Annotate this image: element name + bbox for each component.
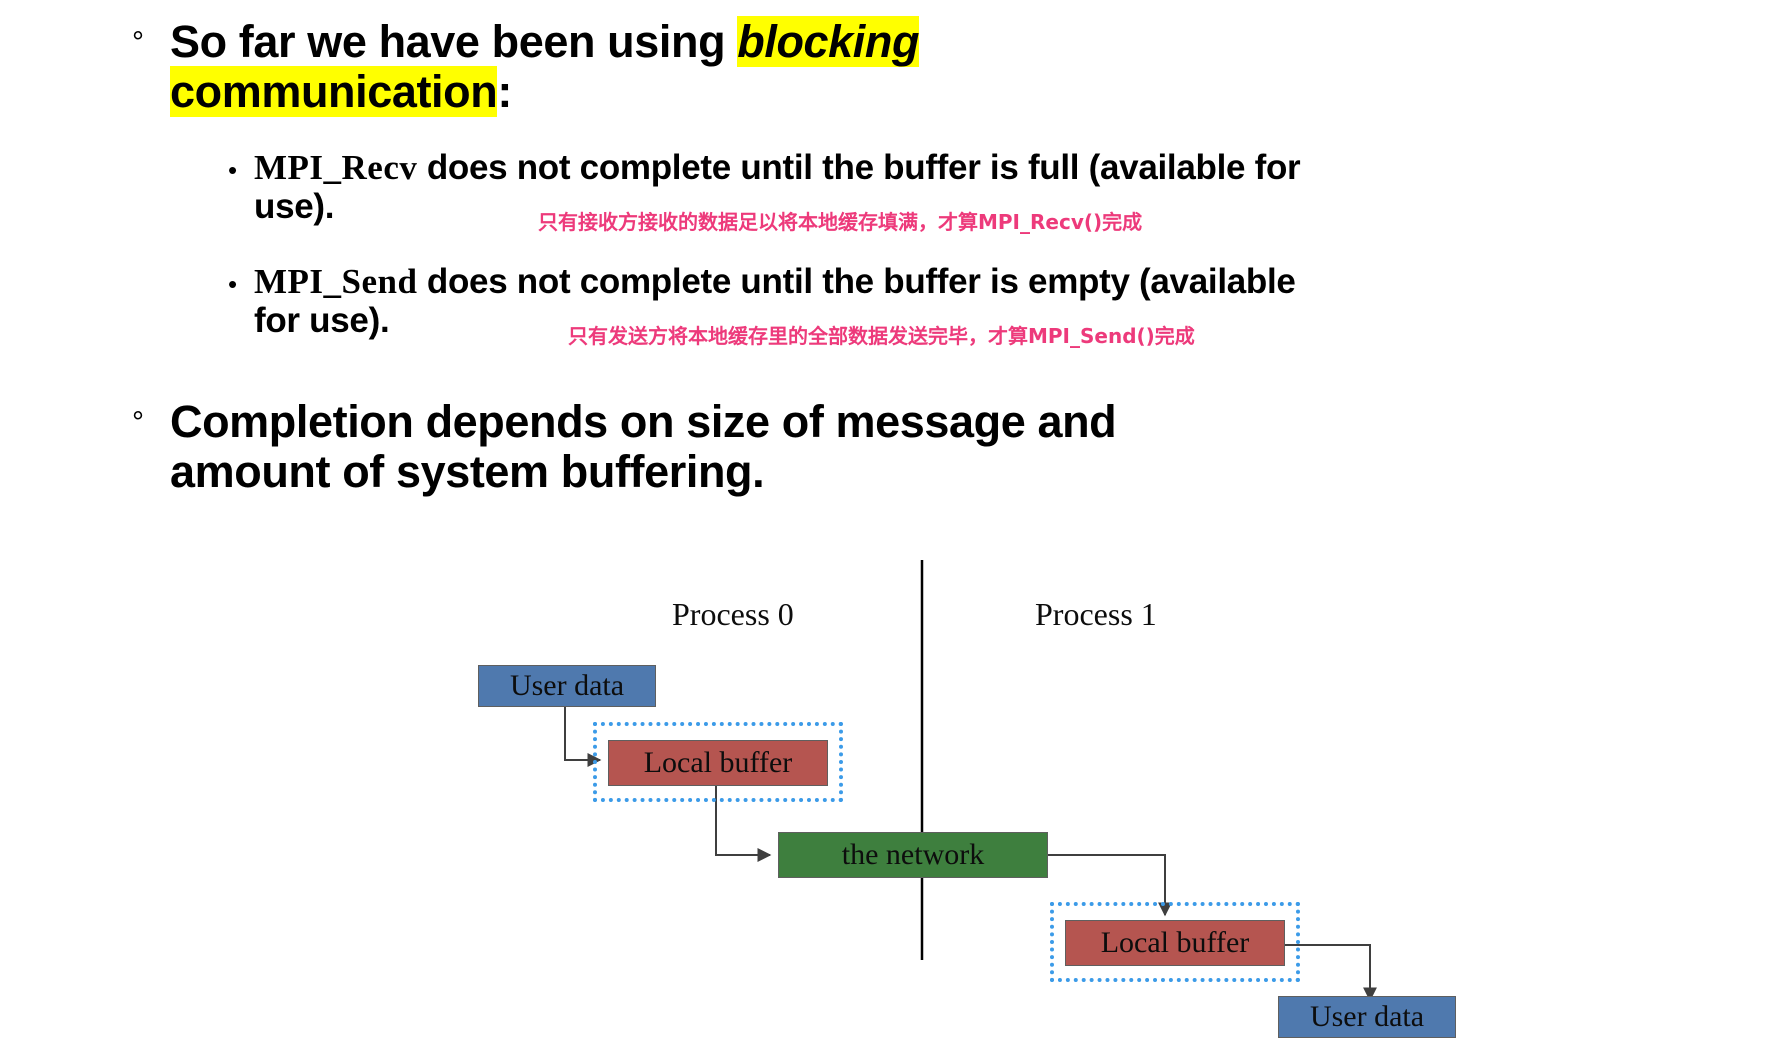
completion-line-2: amount of system buffering.: [170, 446, 765, 497]
process-1-label: Process 1: [1035, 596, 1157, 632]
mpi-send-annotation-cn: 只有发送方将本地缓存里的全部数据发送完毕，才算MPI_Send()完成: [568, 324, 1195, 348]
blocking-line-2: communication:: [170, 66, 1730, 117]
mpi-send-line-2: for use).: [254, 301, 390, 341]
mpi-send-line-1: MPI_Send does not complete until the buf…: [254, 262, 1714, 301]
mpi-recv-line-2: use).: [254, 187, 335, 227]
mpi-recv-line-1: MPI_Recv does not complete until the buf…: [254, 148, 1714, 187]
node-the-network: the network: [778, 832, 1048, 878]
blocking-line-1: So far we have been using blocking: [170, 16, 1730, 67]
node-local-buffer-recv: Local buffer: [1065, 920, 1285, 966]
process-0-label: Process 0: [672, 596, 794, 632]
mpi-send-code: MPI_Send: [254, 262, 418, 301]
level2-bullet-icon: •: [228, 155, 238, 185]
blocking-line-1-plain: So far we have been using: [170, 16, 738, 67]
blocking-keyword: blocking: [737, 16, 920, 67]
node-user-data-recv: User data: [1278, 996, 1456, 1038]
mpi-recv-code: MPI_Recv: [254, 148, 418, 187]
communication-keyword: communication: [170, 66, 498, 117]
send-buffer-highlight-box: [593, 722, 843, 802]
mpi-recv-desc: does not complete until the buffer is fu…: [417, 148, 1301, 187]
level1-bullet-icon-2: °: [132, 406, 144, 439]
level2-bullet-icon-2: •: [228, 269, 238, 299]
level1-bullet-icon: °: [132, 26, 144, 59]
recv-buffer-highlight-box: [1050, 902, 1300, 982]
mpi-send-desc: does not complete until the buffer is em…: [417, 262, 1296, 301]
communication-colon: :: [497, 66, 512, 117]
node-local-buffer-send: Local buffer: [608, 740, 828, 786]
node-user-data-send: User data: [478, 665, 656, 707]
completion-line-1: Completion depends on size of message an…: [170, 396, 1117, 447]
mpi-recv-annotation-cn: 只有接收方接收的数据足以将本地缓存填满，才算MPI_Recv()完成: [538, 210, 1143, 234]
